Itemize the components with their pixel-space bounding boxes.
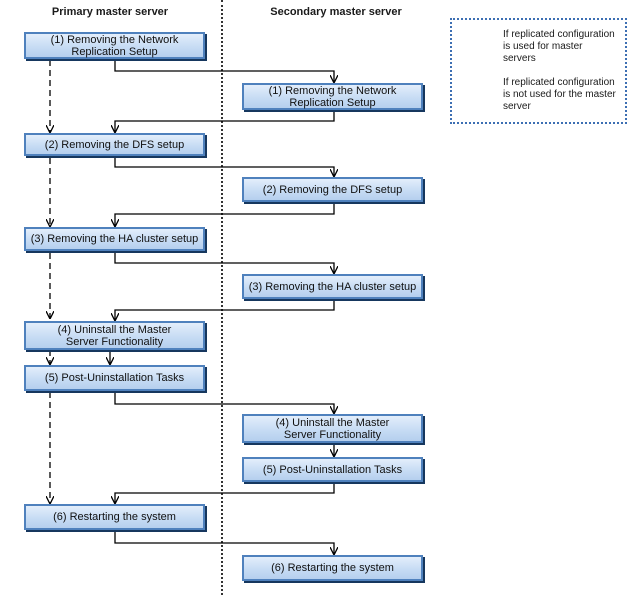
flow-s3-p4 xyxy=(115,299,335,320)
column-divider xyxy=(221,0,223,595)
step-box-secondary-3: (3) Removing the HA cluster setup xyxy=(242,274,423,299)
flow-p5-s4 xyxy=(114,391,334,413)
legend-box xyxy=(450,18,627,124)
step-box-secondary-4: (4) Uninstall the Master Server Function… xyxy=(242,414,423,443)
flow-p1-s1 xyxy=(114,58,334,82)
flow-s5-p6 xyxy=(115,482,335,503)
step-box-primary-5: (5) Post-Uninstallation Tasks xyxy=(24,365,205,391)
flow-s1-p2 xyxy=(115,110,335,132)
step-box-primary-3: (3) Removing the HA cluster setup xyxy=(24,227,205,251)
flow-p6-s6 xyxy=(114,530,334,554)
step-box-primary-4: (4) Uninstall the Master Server Function… xyxy=(24,321,205,350)
step-box-secondary-6: (6) Restarting the system xyxy=(242,555,423,581)
flow-p2-s2 xyxy=(114,156,334,176)
flow-p3-s3 xyxy=(114,251,334,273)
step-box-primary-6: (6) Restarting the system xyxy=(24,504,205,530)
primary-column-header: Primary master server xyxy=(51,6,169,18)
step-box-primary-2: (2) Removing the DFS setup xyxy=(24,133,205,156)
secondary-column-header: Secondary master server xyxy=(270,6,402,18)
step-box-primary-1: (1) Removing the Network Replication Set… xyxy=(24,32,205,59)
legend-solid-label: If replicated configuration is used for … xyxy=(503,29,615,64)
flow-s2-p3 xyxy=(115,202,335,226)
legend-dashed-label: If replicated configuration is not used … xyxy=(503,77,616,112)
step-box-secondary-1: (1) Removing the Network Replication Set… xyxy=(242,83,423,110)
step-box-secondary-5: (5) Post-Uninstallation Tasks xyxy=(242,457,423,482)
step-box-secondary-2: (2) Removing the DFS setup xyxy=(242,177,423,202)
